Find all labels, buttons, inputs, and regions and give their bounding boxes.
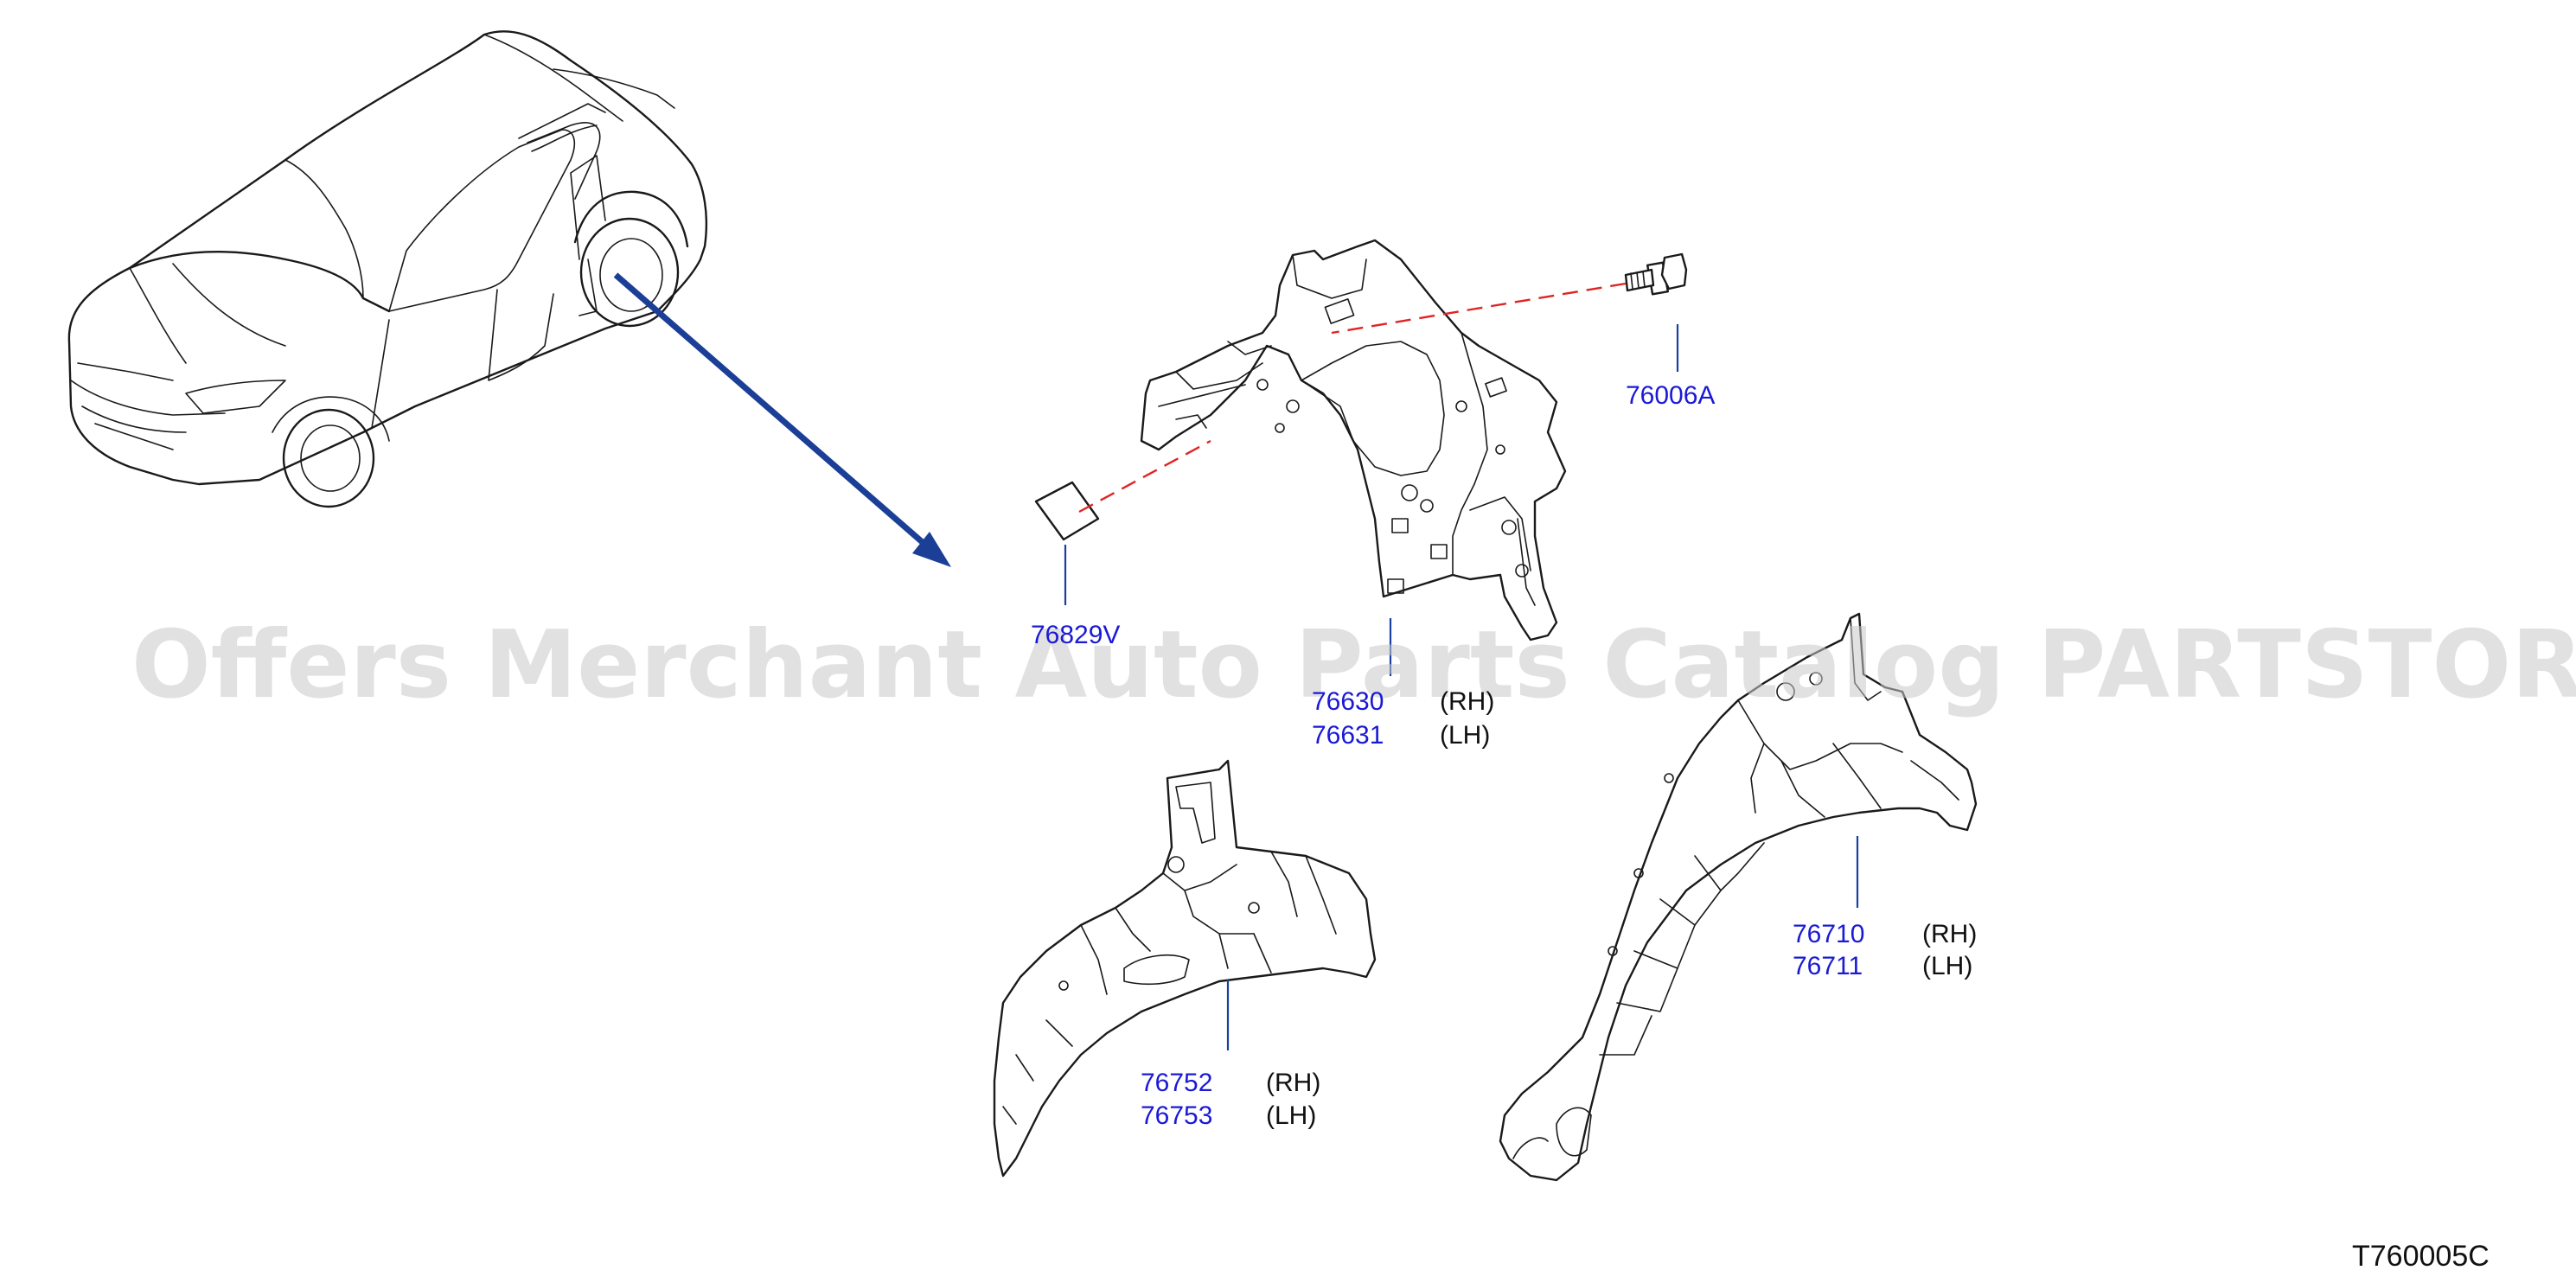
callout-76631[interactable]: 76631 [1312, 721, 1384, 750]
callout-76711[interactable]: 76711 [1793, 952, 1863, 980]
callout-76752[interactable]: 76752 [1141, 1069, 1212, 1097]
flange-bolt-icon [1624, 252, 1688, 296]
rear-wheel-housing-inner [993, 759, 1377, 1178]
side-lh-label: (LH) [1440, 721, 1490, 750]
callout-76630[interactable]: 76630 [1312, 687, 1384, 716]
sealing-patch-icon [1034, 481, 1100, 541]
locator-arrow-icon [613, 272, 951, 567]
diagram-reference-code: T760005C [2352, 1240, 2490, 1273]
side-rh-label: (RH) [1922, 920, 1977, 948]
leader-lines [1064, 324, 1859, 1050]
assembly-lines [1078, 282, 1627, 514]
side-lh-label: (LH) [1266, 1101, 1316, 1130]
callout-76006a[interactable]: 76006A [1626, 381, 1715, 410]
hatchback-car-outline-icon [67, 30, 707, 508]
watermark-text: Offers Merchant Auto Parts Catalog PARTS… [131, 611, 2576, 719]
rear-inner-panel-upper [1140, 239, 1567, 642]
side-rh-label: (RH) [1440, 687, 1494, 716]
rear-wheel-housing-outer [1499, 612, 1978, 1182]
callout-76829v[interactable]: 76829V [1031, 621, 1120, 649]
side-lh-label: (LH) [1922, 952, 1972, 980]
callout-76753[interactable]: 76753 [1141, 1101, 1212, 1130]
callout-76710[interactable]: 76710 [1793, 920, 1864, 948]
side-rh-label: (RH) [1266, 1069, 1320, 1097]
